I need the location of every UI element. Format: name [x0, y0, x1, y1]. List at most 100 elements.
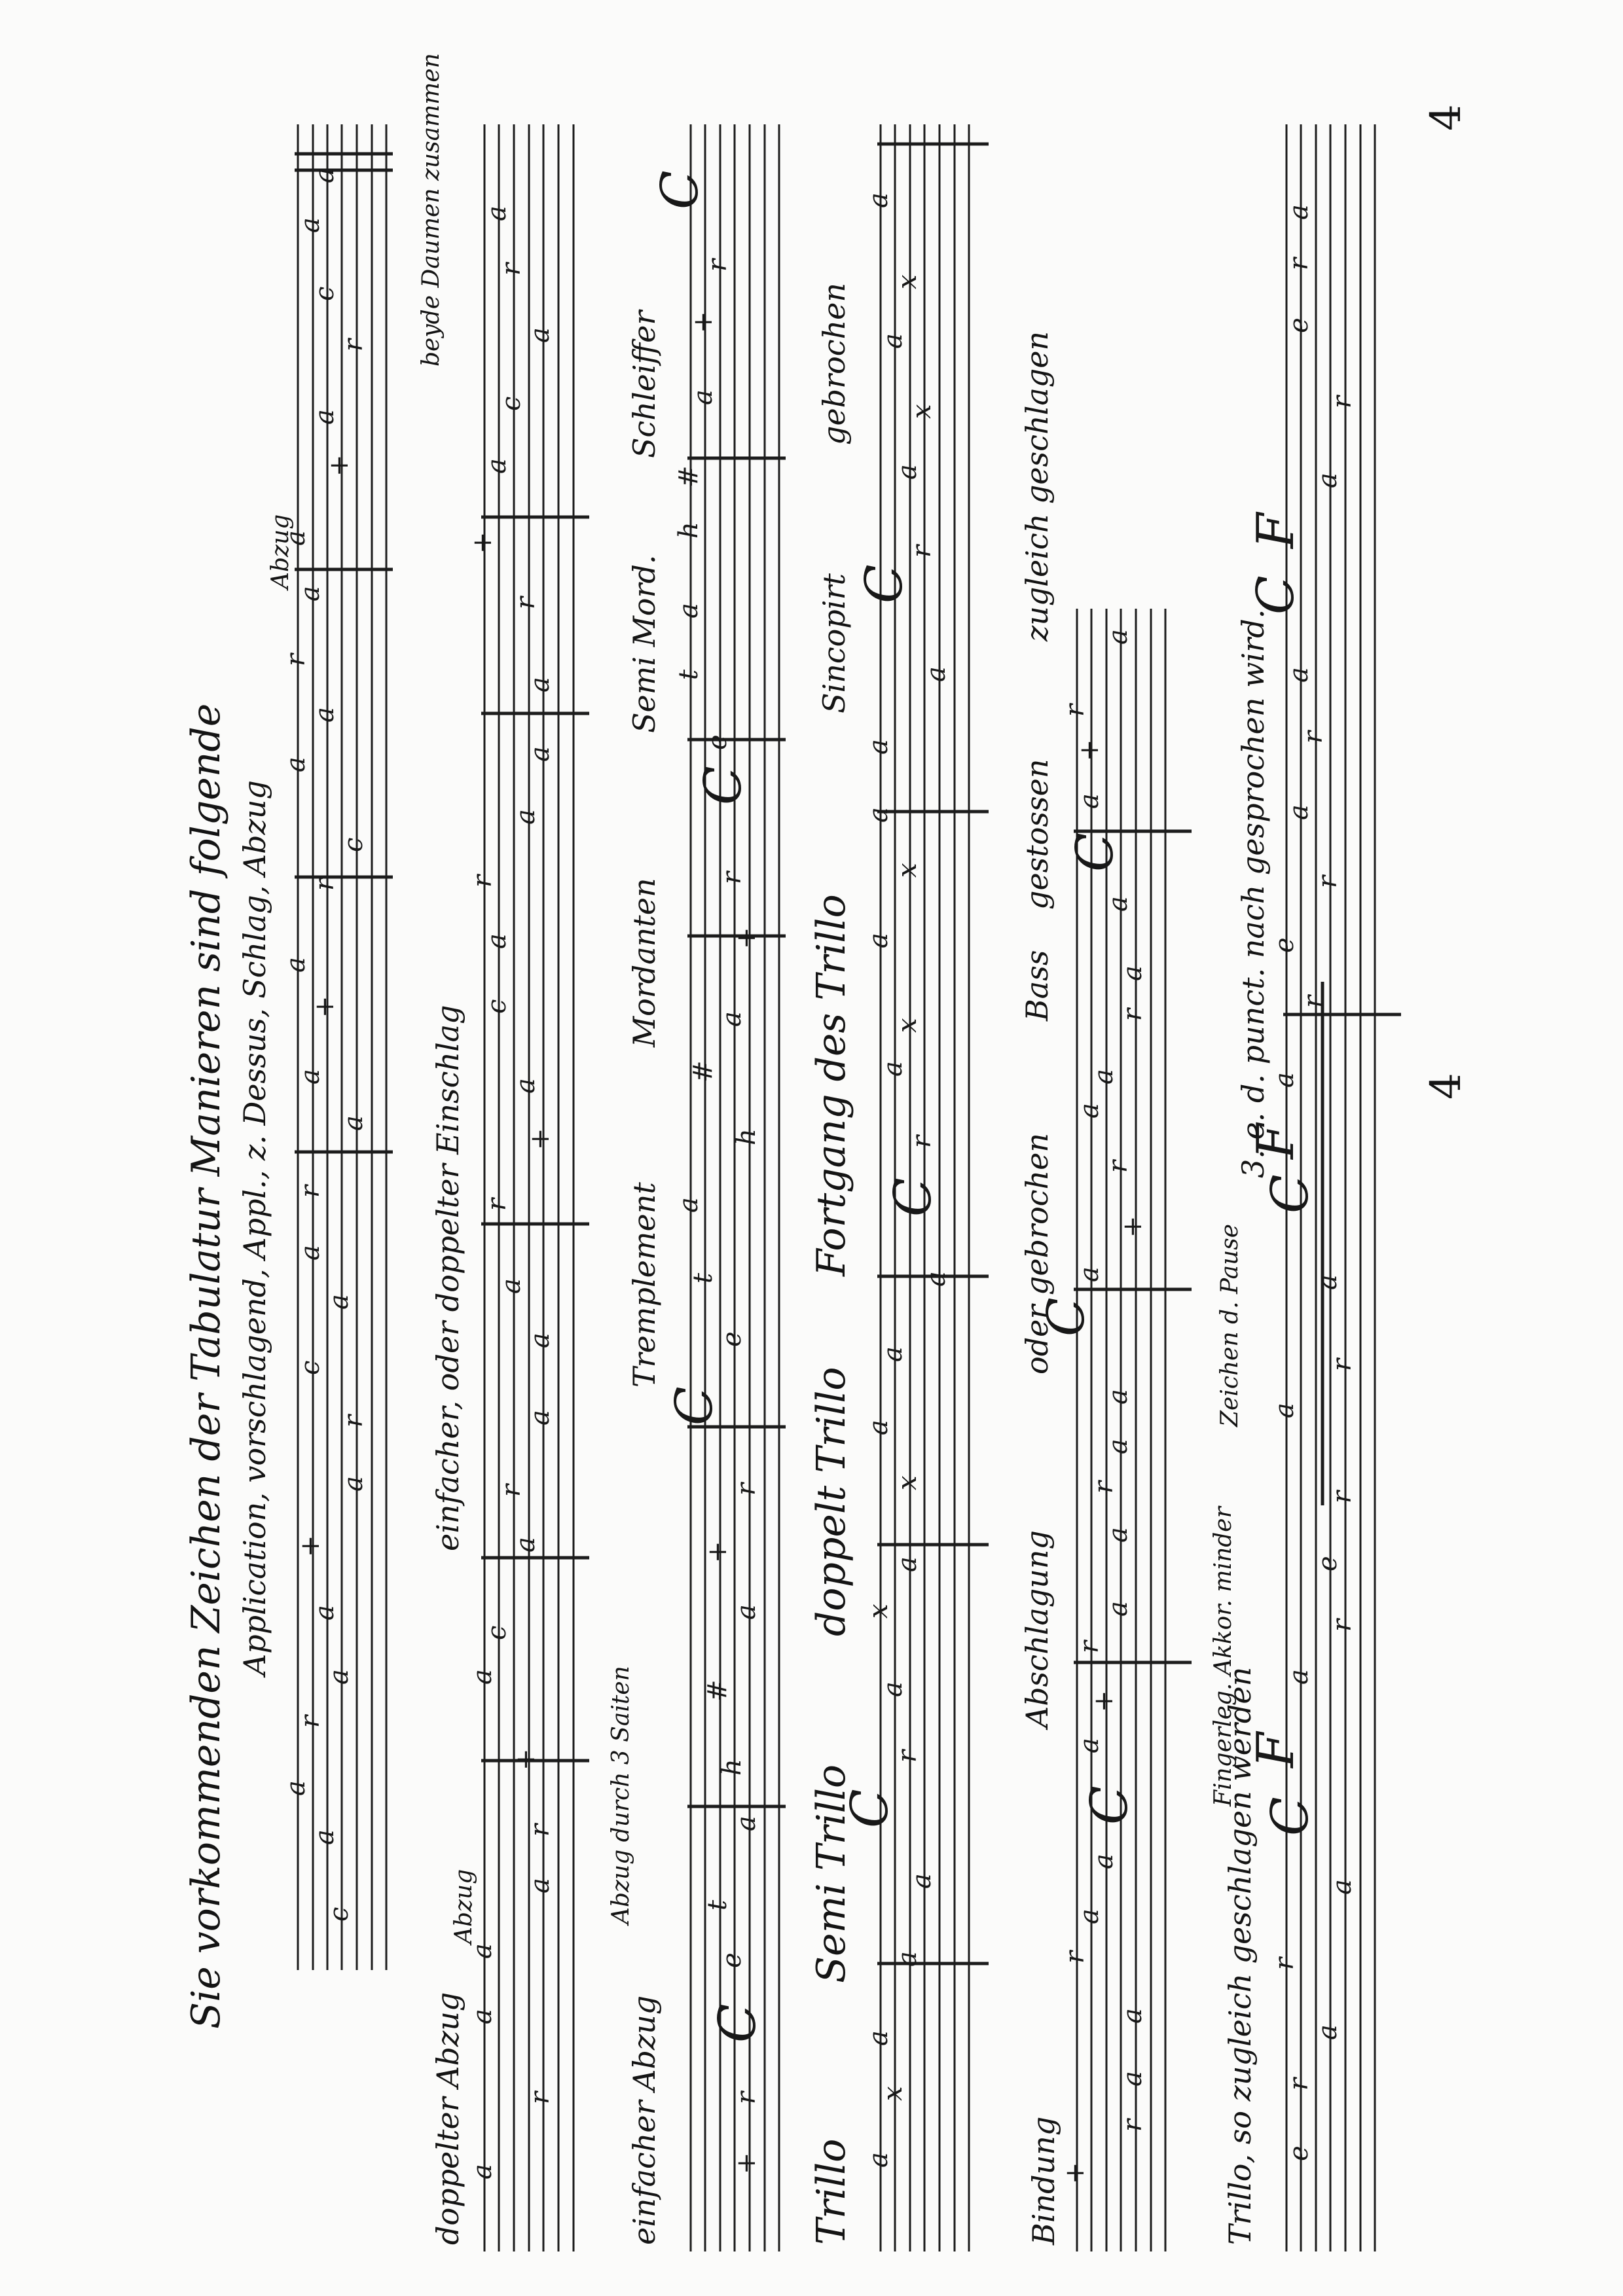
staff-system-2	[483, 124, 575, 2251]
tab-glyph-natural: h	[731, 1128, 761, 1145]
tab-glyph-c: c	[482, 999, 512, 1014]
tab-glyph-a: a	[1089, 1069, 1119, 1085]
heading-line: Sie vorkommenden Zeichen der Tabulatur M…	[183, 704, 229, 2029]
tab-glyph-r: r	[525, 1822, 555, 1837]
tab-glyph-a: a	[864, 807, 894, 823]
tab-glyph-r: r	[1298, 994, 1328, 1008]
label-fortgang: Fortgang des Trillo	[809, 894, 854, 1277]
tab-glyph-a: a	[525, 746, 555, 762]
staff-system-4	[879, 124, 970, 2251]
tab-glyph-a: a	[1118, 2071, 1148, 2087]
tab-glyph-r: r	[1284, 2076, 1314, 2090]
tab-glyph-r: r	[1284, 256, 1314, 270]
tab-glyph-c: c	[496, 397, 526, 411]
tab-glyph-r: r	[1298, 729, 1328, 744]
page-number-bottom: 4	[1422, 1073, 1470, 1100]
tab-glyph-a: a	[864, 739, 894, 755]
label-abzug-top: Abzug	[267, 514, 294, 591]
tab-glyph-a: a	[688, 389, 718, 405]
tab-glyph-a: a	[310, 168, 340, 183]
tab-glyph-a: a	[525, 677, 555, 692]
tab-glyph-a: a	[496, 1278, 526, 1294]
tab-glyph-a: a	[1103, 1601, 1133, 1617]
tab-glyph-a: a	[310, 707, 340, 723]
label-zeichen-pause: Zeichen d. Pause	[1216, 1224, 1243, 1427]
tab-glyph-plus: +	[295, 1535, 325, 1557]
tab-glyph-a: a	[1269, 1072, 1300, 1088]
tab-glyph-sharp: #	[674, 465, 704, 488]
tab-glyph-a: a	[907, 1873, 937, 1889]
label-doppelter-abzug: doppelter Abzug	[430, 1992, 465, 2245]
tab-glyph-C: C	[1037, 1297, 1096, 1336]
text-annotations: Sie vorkommenden Zeichen der Tabulatur M…	[183, 53, 1271, 2246]
tab-glyph-a: a	[1074, 1738, 1104, 1753]
tab-glyph-a: a	[295, 1069, 325, 1085]
tab-glyph-r: r	[1103, 1158, 1133, 1173]
tab-glyph-a: a	[864, 1420, 894, 1435]
tab-glyph-e: e	[1284, 317, 1314, 333]
tab-glyph-a: a	[1313, 473, 1343, 488]
tab-glyph-C: C	[1247, 575, 1305, 615]
tab-glyph-e: e	[1269, 937, 1300, 953]
tab-glyph-plus: +	[525, 1128, 555, 1150]
tab-glyph-a: a	[1313, 1274, 1343, 1290]
label-trillo-zugleich: Trillo, so zugleich geschlagen werden	[1222, 1667, 1258, 2245]
label-einschlag: einfacher, oder doppelter Einschlag	[430, 1005, 465, 1551]
tab-glyph-a: a	[1284, 667, 1314, 683]
tab-glyph-a: a	[1103, 1389, 1133, 1405]
tab-glyph-a: a	[674, 1197, 704, 1213]
tab-glyph-r: r	[1118, 2117, 1148, 2132]
barlines-system-6	[1283, 982, 1401, 1505]
tab-glyph-a: a	[511, 1537, 541, 1552]
tab-glyph-a: a	[310, 1829, 340, 1845]
tab-glyph-a: a	[310, 409, 340, 425]
tab-glyph-a: a	[1103, 896, 1133, 912]
tab-glyph-r: r	[702, 257, 733, 272]
tab-glyph-a: a	[892, 464, 922, 480]
tab-glyph-a: a	[892, 1951, 922, 1967]
label-bass: Bass	[1019, 950, 1055, 1022]
tab-glyph-a: a	[1118, 965, 1148, 981]
tab-glyph-C: C	[884, 1177, 943, 1217]
tab-glyph-F: F	[1247, 1731, 1305, 1769]
tab-glyph-t: t	[688, 1272, 718, 1283]
tab-glyph-C: C	[665, 1386, 724, 1426]
tab-glyph-a: a	[1074, 1909, 1104, 1924]
tab-glyph-a: a	[525, 327, 555, 343]
label-semi-trillo: Semi Trillo	[809, 1765, 854, 1983]
barlines-system-5	[1074, 829, 1192, 1664]
page-number-corner: 4	[1422, 104, 1470, 131]
tab-glyph-c: c	[295, 1361, 325, 1375]
tab-glyph-a: a	[674, 603, 704, 619]
tab-glyph-a: a	[1269, 1403, 1300, 1418]
tab-glyph-c: c	[324, 1907, 354, 1922]
tab-glyph-a: a	[1284, 1669, 1314, 1685]
label-punct: 3. e. d. punct. nach gesprochen wird.	[1235, 609, 1271, 1178]
barlines-system-2	[481, 515, 589, 1763]
tab-glyph-natural: h	[717, 1759, 747, 1776]
tab-glyph-a: a	[281, 1780, 311, 1796]
tab-glyph-a: a	[892, 1556, 922, 1572]
barlines-system-4	[877, 142, 989, 1965]
tab-glyph-r: r	[496, 1482, 526, 1497]
label-bindung: Bindung	[1026, 2117, 1061, 2246]
tab-glyph-a: a	[878, 1681, 908, 1697]
tab-glyph-C: C	[841, 1789, 900, 1828]
label-schleiffer: Schleiffer	[627, 309, 662, 458]
tab-glyph-a: a	[467, 1669, 498, 1685]
staff-system-5	[1076, 609, 1167, 2251]
barlines-system-3	[687, 456, 786, 1808]
tab-glyph-plus: +	[688, 311, 718, 333]
heading-line-2: Application, vorschlagend, Appl., z. Des…	[237, 780, 272, 1678]
tab-glyph-r: r	[1060, 1949, 1090, 1964]
tab-glyph-c: c	[310, 287, 340, 301]
tab-glyph-plus: +	[1089, 1690, 1119, 1712]
tab-glyph-t: t	[702, 1899, 733, 1910]
label-tremplement: Tremplement	[627, 1182, 662, 1388]
tab-glyph-a: a	[482, 458, 512, 474]
staff-system-6	[1285, 124, 1376, 2251]
tab-glyph-a: a	[1103, 629, 1133, 645]
tab-glyph-a: a	[295, 217, 325, 233]
staff-system-3	[689, 124, 780, 2251]
